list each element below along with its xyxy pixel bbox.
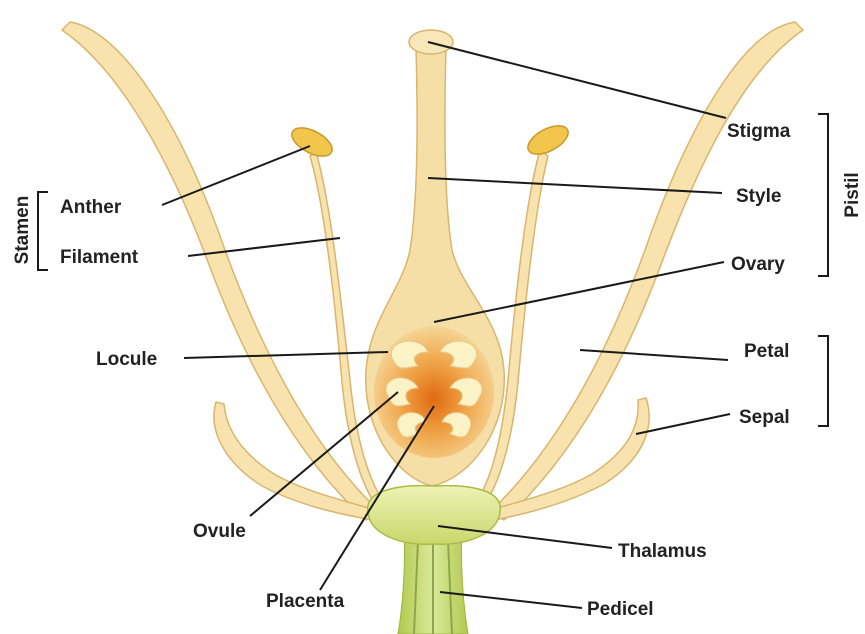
bracket-petal-sepal [818,336,828,426]
label-pedicel: Pedicel [587,599,654,620]
label-stigma: Stigma [727,121,791,142]
anther-right [523,120,572,160]
label-anther: Anther [60,197,122,218]
label-thalamus: Thalamus [618,541,707,562]
bracket-pistil [818,114,828,276]
bracket-stamen [38,192,48,270]
thalamus-body [368,486,501,545]
label-placenta: Placenta [266,591,345,612]
label-locule: Locule [96,349,157,370]
leader-stigma [428,42,726,118]
label-filament: Filament [60,247,139,268]
label-petal: Petal [744,341,789,362]
label-style: Style [736,186,781,207]
leader-ovary [434,262,724,322]
leader-locule [184,352,388,358]
label-stamen: Stamen [12,196,33,265]
label-ovule: Ovule [193,521,246,542]
leader-sepal [636,414,730,434]
label-ovary: Ovary [731,254,785,275]
label-sepal: Sepal [739,407,790,428]
label-pistil: Pistil [842,172,863,217]
